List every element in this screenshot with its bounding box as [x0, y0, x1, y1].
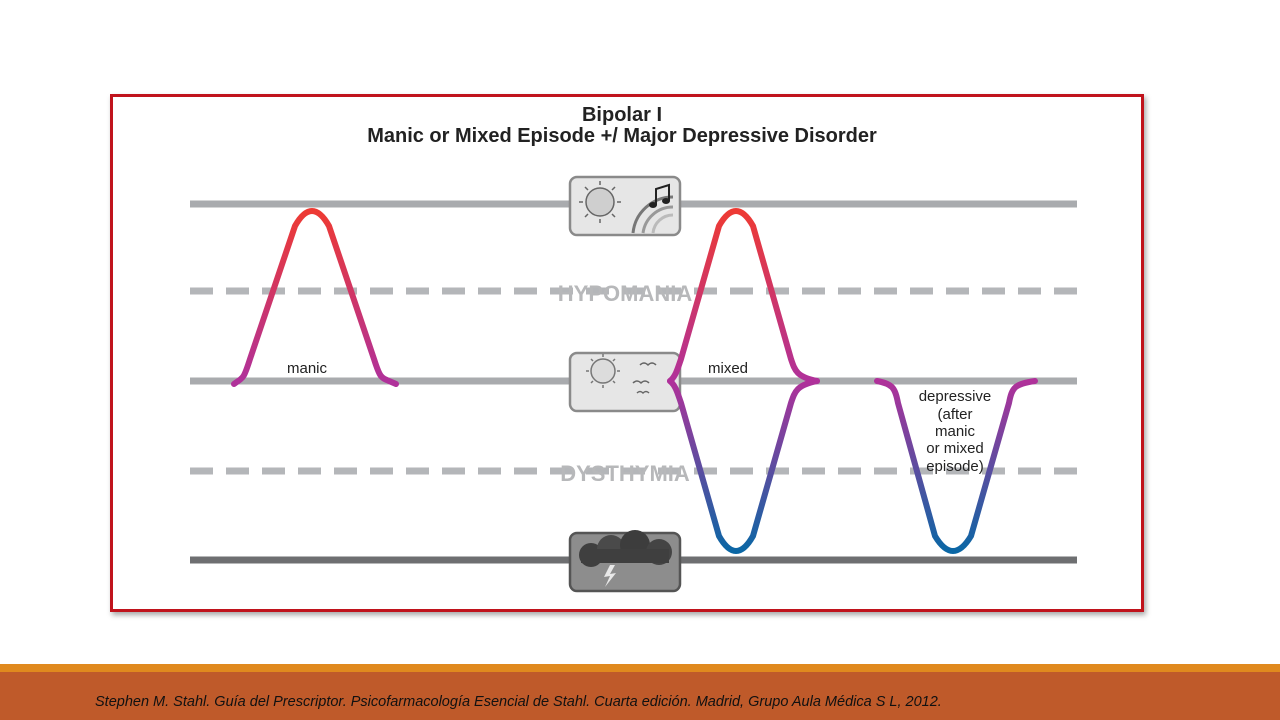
depressive-label: depressive (after manic or mixed episode…: [919, 388, 992, 475]
mixed-episode-lower-curve: [667, 378, 820, 554]
dysthymia-label: DYSTHYMIA: [560, 461, 690, 486]
manic-label: manic: [287, 360, 328, 377]
diagram-frame: Bipolar I Manic or Mixed Episode +/ Majo…: [110, 94, 1144, 612]
footer-accent-strip: [0, 664, 1280, 672]
depressive-episode-curve: [874, 378, 1038, 554]
footer-band: [0, 672, 1280, 720]
depressive-label-line: episode): [926, 458, 984, 475]
depressive-label-line: manic: [935, 423, 976, 440]
storm-cloud-icon: [568, 530, 682, 593]
sun-music-icon: [568, 175, 682, 237]
manic-episode-curve: [231, 208, 399, 387]
depressive-label-line: depressive: [919, 388, 992, 405]
mixed-episode-upper-curve: [667, 208, 820, 384]
depressive-label-line: (after: [937, 406, 972, 423]
footer-citation: Stephen M. Stahl. Guía del Prescriptor. …: [95, 694, 942, 710]
sun-birds-icon: [568, 351, 682, 413]
depressive-label-line: or mixed: [926, 440, 984, 457]
mood-chart: Bipolar I Manic or Mixed Episode +/ Majo…: [190, 104, 1077, 593]
diagram-subtitle: Manic or Mixed Episode +/ Major Depressi…: [367, 125, 877, 147]
hypomania-label: HYPOMANIA: [558, 281, 693, 306]
diagram-title: Bipolar I: [582, 104, 662, 126]
mixed-label: mixed: [708, 360, 748, 377]
